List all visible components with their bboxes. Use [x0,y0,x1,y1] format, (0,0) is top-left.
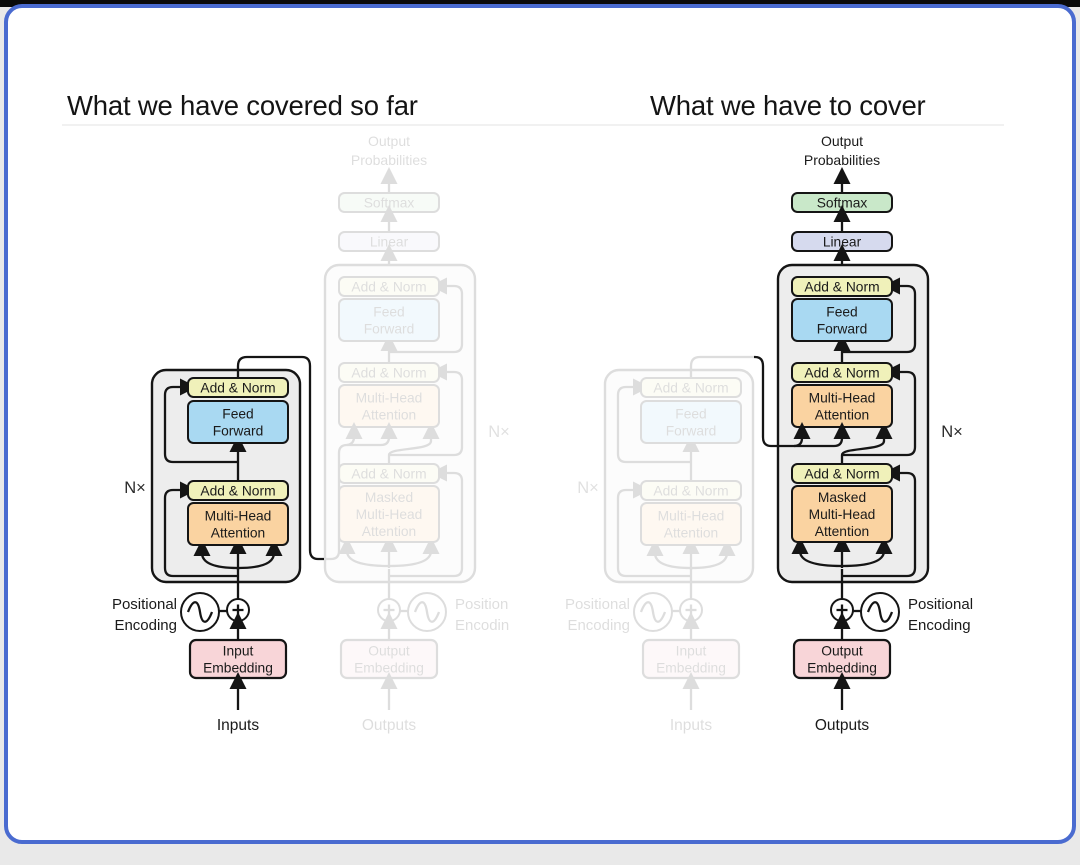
right-title: What we have to cover [650,90,926,121]
left-title: What we have covered so far [67,90,418,121]
window-bottom-edge [0,842,1080,865]
slide-card: What we have covered so far What we have… [4,4,1076,844]
window-top-edge [0,0,1080,7]
title-divider [62,124,1004,126]
